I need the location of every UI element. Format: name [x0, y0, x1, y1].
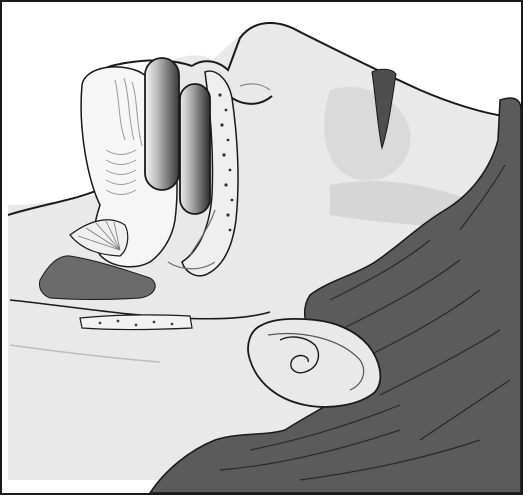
- throat-structure: [80, 315, 192, 330]
- cylinder-left: [145, 58, 179, 190]
- cylinder-right: [180, 84, 210, 214]
